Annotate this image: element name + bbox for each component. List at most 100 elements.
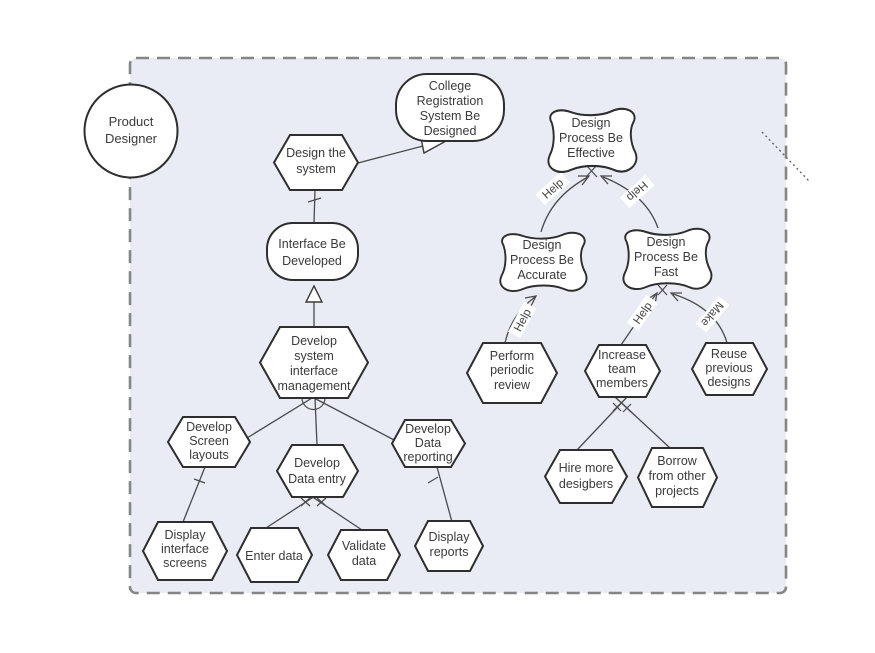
goal-college-registration-system-be-designed: College Registration System Be Designed [395,73,505,142]
tick-mark [193,478,206,484]
node-label: Screen [189,434,229,448]
node-label: data [352,554,376,568]
node-label: Effective [567,146,615,160]
task-increase-team-members: Increase team members [583,344,662,398]
node-label: Validate [342,539,386,553]
node-label: designs [707,375,750,389]
task-develop-system-interface-management: Develop system interface management [258,326,370,399]
node-label: system [296,162,336,176]
node-label: Reuse [711,347,747,361]
node-label: Develop [291,334,337,348]
tick-mark [307,197,322,203]
node-label: layouts [189,448,229,462]
node-label: Display [429,530,471,544]
task-perform-periodic-review: Perform periodic review [465,342,559,404]
task-design-the-system: Design the system [272,134,360,191]
node-label: team [608,362,636,376]
link-design-system-to-college [357,145,424,164]
node-label: reporting [403,450,452,464]
node-label: Data [415,436,441,450]
node-label: Designed [424,124,477,138]
task-validate-data: Validate data [326,529,402,581]
node-label: management [278,379,351,393]
task-develop-data-entry: Develop Data entry [275,444,360,498]
goal-interface-be-developed: Interface Be Developed [266,222,359,281]
task-borrow-from-other-projects: Borrow from other projects [636,447,719,508]
node-label: Interface Be [278,237,345,251]
node-label: from other [649,469,706,483]
node-label: Process Be [559,131,623,145]
node-label: review [494,378,531,392]
node-label: projects [655,484,699,498]
link-layouts-to-display-screens [182,466,206,523]
x-mark [612,402,622,412]
node-label: Developed [282,254,342,268]
node-label: Increase [598,348,646,362]
actor-product-designer: Product Designer [83,83,179,179]
means-end-arrow-interface [304,284,324,303]
node-label: interface [290,364,338,378]
boundary-crossing-dotted-line [761,131,810,182]
node-label: Registration [417,94,484,108]
node-label: screens [163,556,207,570]
node-label: Borrow [657,454,698,468]
node-label: Fast [654,265,679,279]
task-display-reports: Display reports [413,520,485,572]
node-label: desigbers [559,477,613,491]
contribution-arrow [578,175,591,186]
node-label: Design [523,238,562,252]
node-label: previous [705,361,752,375]
node-label: Design the [286,146,346,160]
link-review-to-accurate [504,296,536,344]
node-label: Design [572,116,611,130]
node-label: Process Be [634,250,698,264]
link-mgmt-to-data-reporting [313,397,397,442]
contribution-arrow [599,175,612,185]
task-develop-screen-layouts: Develop Screen layouts [166,416,252,468]
x-mark [657,284,668,296]
link-design-system-to-interface [313,189,316,224]
contribution-arrow [669,292,682,302]
node-label: Develop [405,422,451,436]
node-label: Design [647,235,686,249]
actor-label: Product [109,114,154,129]
node-label: Develop [294,456,340,470]
x-mark [622,403,632,413]
node-label: system [294,349,334,363]
link-data-entry-to-enter-data [265,493,319,529]
task-develop-data-reporting: Develop Data reporting [390,419,467,468]
node-label: College [429,79,471,93]
x-mark [316,497,327,507]
node-label: System Be [420,109,480,123]
softgoal-design-process-be-fast: Design Process Be Fast [622,227,713,291]
decomposition-arc [301,397,326,411]
task-enter-data: Enter data [235,527,314,583]
node-label: Develop [186,420,232,434]
tick-mark [427,476,439,484]
node-label: interface [161,542,209,556]
link-data-entry-to-validate-data [307,493,363,531]
link-reporting-to-display-reports [436,466,453,523]
node-label: members [596,376,648,390]
task-hire-more-desigbers: Hire more desigbers [543,449,629,504]
softgoal-design-process-be-effective: Design Process Be Effective [547,107,638,174]
x-mark [300,497,311,507]
node-label: reports [430,545,469,559]
contribution-arrow [647,291,658,305]
node-label: Hire more [559,461,614,475]
node-label: Enter data [245,549,303,563]
node-label: Perform [490,349,534,363]
task-reuse-previous-designs: Reuse previous designs [690,342,769,396]
node-label: Data entry [288,472,346,486]
link-mgmt-to-data-entry [314,397,318,446]
softgoal-design-process-be-accurate: Design Process Be Accurate [499,231,588,293]
actor-label: Designer [105,131,158,146]
link-mgmt-to-screen-layouts [246,397,313,439]
node-label: Display [165,528,207,542]
contribution-arrow [524,295,538,307]
link-accurate-to-effective [540,176,589,233]
task-display-interface-screens: Display interface screens [141,521,229,581]
node-label: Accurate [517,268,566,282]
